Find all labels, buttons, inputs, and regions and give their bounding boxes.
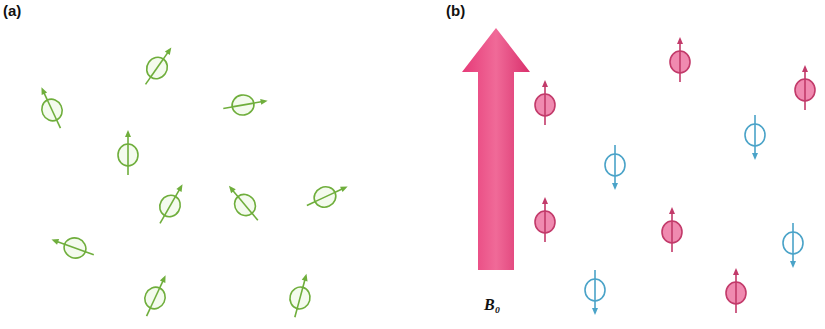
spin-body <box>795 79 815 101</box>
spin-body <box>745 124 765 146</box>
spin-body <box>662 221 682 243</box>
spin-axis <box>754 124 756 146</box>
spin-body <box>311 183 339 210</box>
spin-body <box>230 190 259 220</box>
spin-axis <box>544 202 546 242</box>
panel-label: (a) <box>3 2 21 19</box>
panel-label: (b) <box>446 2 465 19</box>
parallel-spin <box>795 65 815 110</box>
spin-axis <box>792 232 794 254</box>
spin-axis <box>47 100 56 120</box>
spin-axis <box>735 282 737 304</box>
spin-axis <box>544 85 546 125</box>
spin-arrowhead <box>542 197 548 204</box>
random-spin <box>48 230 97 264</box>
spin-axis <box>594 279 596 301</box>
spin-axis <box>544 211 546 233</box>
spin-axis <box>151 59 164 77</box>
random-spin <box>118 130 138 175</box>
spin-axis <box>315 192 335 201</box>
spin-axis <box>544 94 546 116</box>
spin-arrowhead <box>160 274 168 283</box>
spin-arrowhead <box>260 98 268 105</box>
spin-axis <box>614 154 616 176</box>
field-arrow <box>462 28 530 270</box>
spin-body <box>605 154 625 176</box>
spin-body <box>287 285 312 311</box>
spin-axis <box>792 223 794 263</box>
parallel-spin <box>662 207 682 252</box>
spin-body <box>118 144 138 166</box>
spin-body <box>535 211 555 233</box>
parallel-spin <box>535 197 555 242</box>
spin-axis <box>671 221 673 243</box>
spin-arrowhead <box>677 37 683 44</box>
random-spin <box>137 42 179 90</box>
spin-arrowhead <box>340 184 349 192</box>
spin-arrowhead <box>165 46 174 55</box>
random-spin <box>137 271 174 320</box>
random-spin <box>151 179 191 228</box>
random-spin <box>222 91 270 119</box>
spin-axis <box>614 145 616 185</box>
spin-arrowhead <box>50 237 59 245</box>
spin-body <box>726 282 746 304</box>
random-spin <box>285 271 316 320</box>
spin-axis <box>671 212 673 252</box>
spin-axis <box>679 42 681 82</box>
spin-arrowhead <box>592 308 598 315</box>
spin-arrowhead <box>790 261 796 268</box>
parallel-spin <box>726 268 746 313</box>
parallel-spin <box>670 37 690 82</box>
spin-axis <box>297 287 303 308</box>
random-spin <box>221 179 265 226</box>
spin-body <box>141 284 168 312</box>
spin-arrowhead <box>612 183 618 190</box>
spin-axis <box>804 70 806 110</box>
spin-body <box>61 235 89 261</box>
antiparallel-spin <box>585 270 605 315</box>
spin-axis <box>65 244 86 252</box>
spin-arrowhead <box>302 273 310 281</box>
spin-body <box>38 96 65 124</box>
spin-arrowhead <box>542 80 548 87</box>
spin-axis <box>127 144 129 166</box>
spin-arrowhead <box>39 86 47 95</box>
antiparallel-spin <box>745 115 765 160</box>
spin-body <box>585 279 605 301</box>
spin-arrowhead <box>227 184 236 193</box>
spin-axis <box>679 51 681 73</box>
spin-axis <box>232 103 254 107</box>
spin-arrowhead <box>176 183 185 192</box>
spin-axis <box>594 270 596 310</box>
spin-body <box>142 53 171 82</box>
spin-arrowhead <box>752 153 758 160</box>
spin-axis <box>804 79 806 101</box>
spin-arrowhead <box>669 207 675 214</box>
spin-body <box>156 191 184 220</box>
parallel-spin <box>535 80 555 125</box>
field-label: B₀ <box>484 296 500 314</box>
spin-axis <box>238 197 252 214</box>
spin-body <box>230 93 255 117</box>
spin-body <box>535 94 555 116</box>
antiparallel-spin <box>605 145 625 190</box>
spin-arrowhead <box>802 65 808 72</box>
antiparallel-spin <box>783 223 803 268</box>
spin-axis <box>735 273 737 313</box>
spin-arrowhead <box>733 268 739 275</box>
spin-body <box>783 232 803 254</box>
spin-axis <box>150 288 159 308</box>
random-spin <box>303 177 352 214</box>
spin-axis <box>165 196 176 215</box>
random-spin <box>32 83 69 132</box>
spin-body <box>670 51 690 73</box>
spin-arrowhead <box>125 130 131 137</box>
spin-axis <box>127 135 129 175</box>
spin-axis <box>754 115 756 155</box>
